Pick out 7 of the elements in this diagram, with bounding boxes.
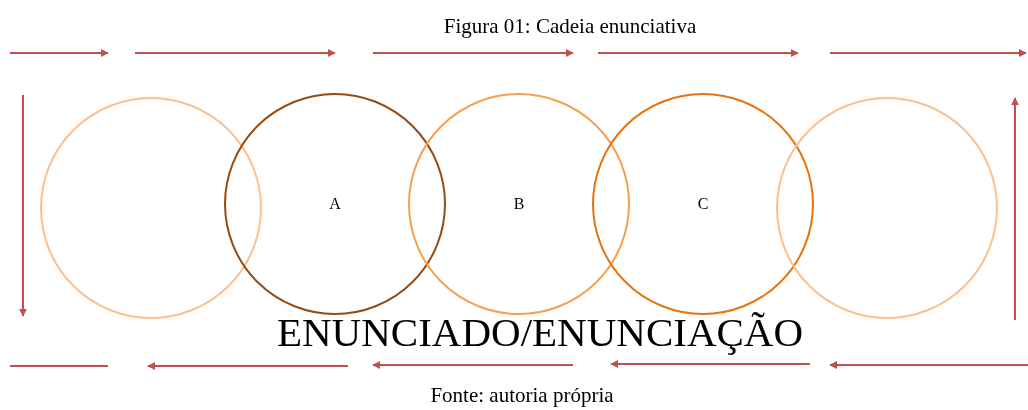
circle-label: A xyxy=(329,195,341,213)
circle xyxy=(40,97,262,319)
circle-label: B xyxy=(513,195,525,213)
circle-label: C xyxy=(697,195,709,213)
diagram-label: ENUNCIADO/ENUNCIAÇÃO xyxy=(276,308,804,356)
figure-title: Figura 01: Cadeia enunciativa xyxy=(442,14,698,39)
figure-caption: Fonte: autoria própria xyxy=(430,383,614,408)
